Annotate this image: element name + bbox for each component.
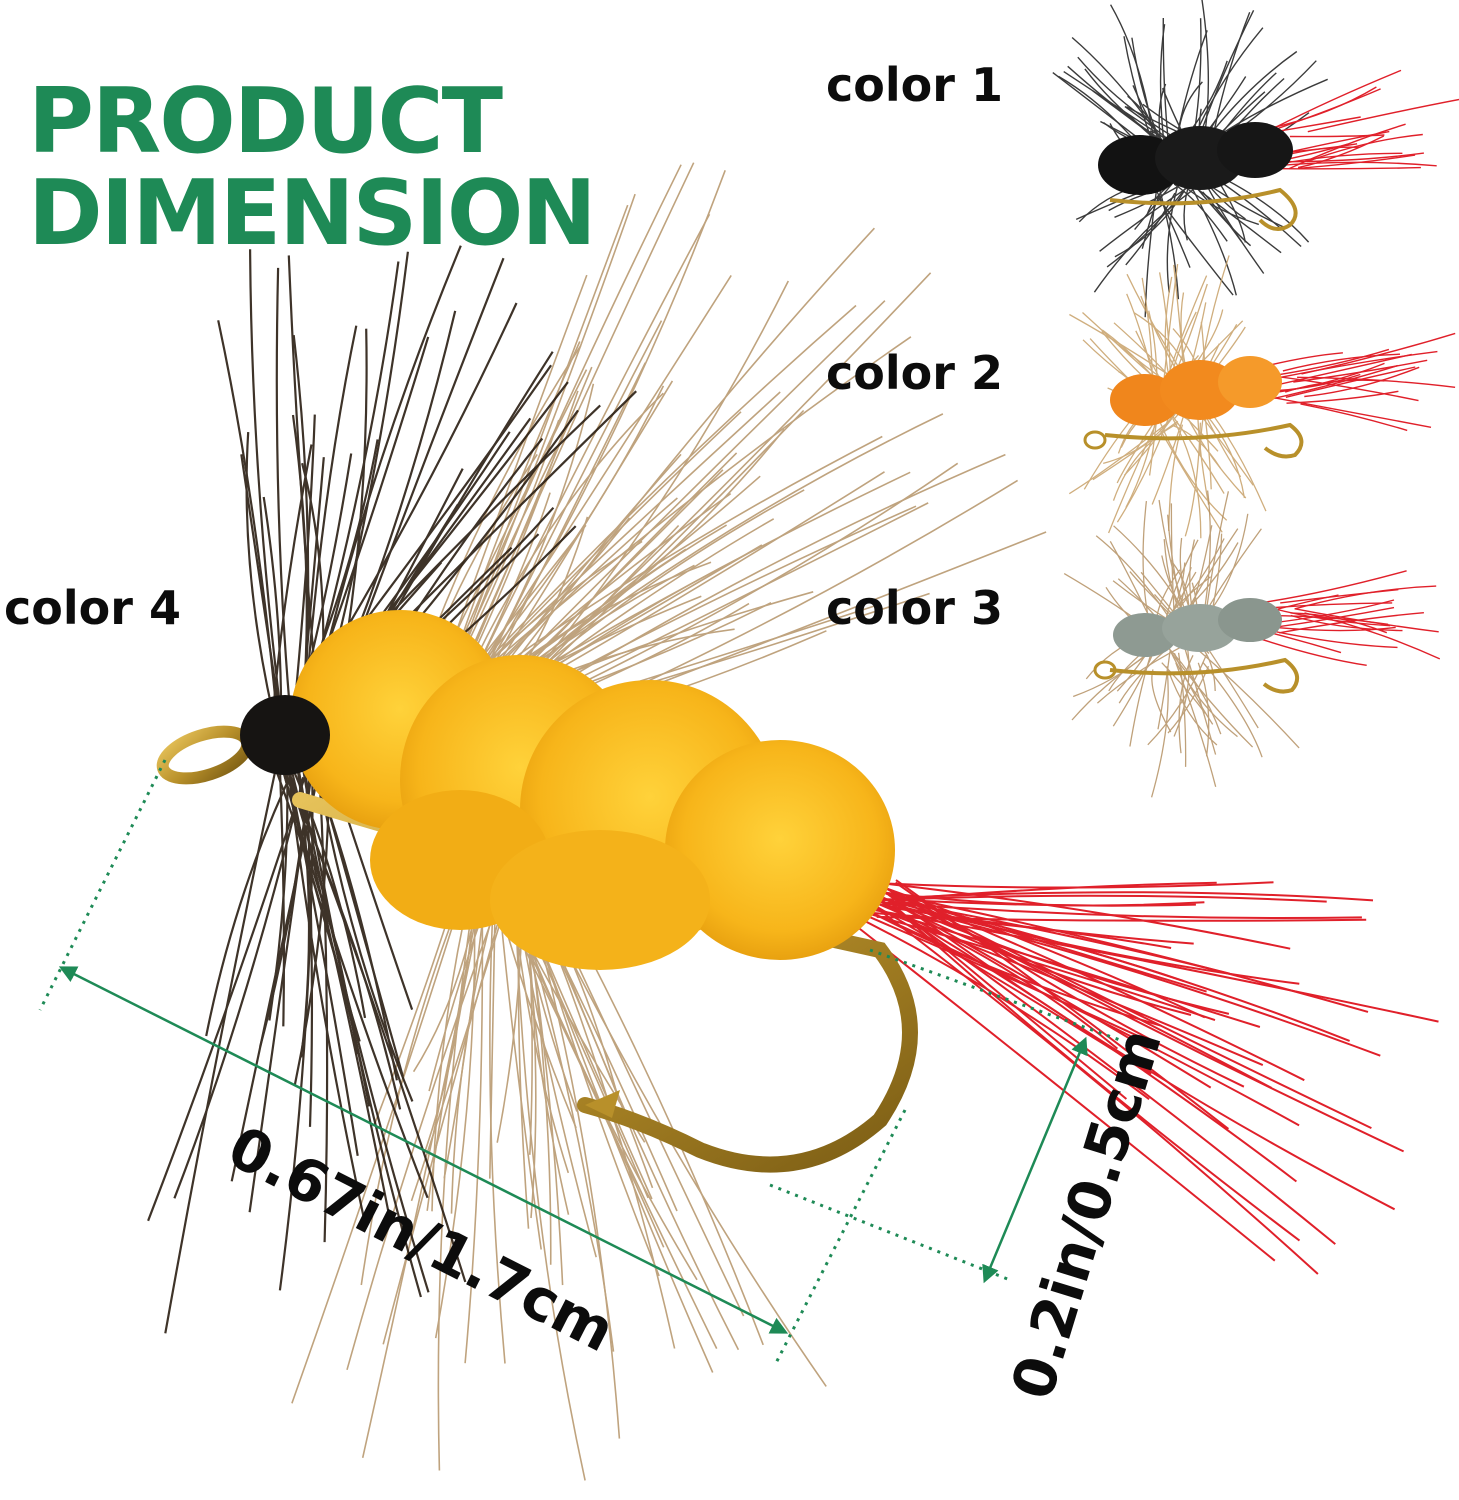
color-3-label: color 3 bbox=[826, 581, 1003, 635]
page-title: PRODUCT DIMENSION bbox=[28, 69, 597, 266]
color-4-label: color 4 bbox=[4, 581, 181, 635]
color-1-label: color 1 bbox=[826, 58, 1003, 112]
small-fly-color-2 bbox=[1068, 255, 1456, 539]
title-line-1: PRODUCT bbox=[28, 69, 503, 174]
length-measurement bbox=[38, 759, 907, 1366]
color-2-label: color 2 bbox=[826, 346, 1003, 400]
title-line-2: DIMENSION bbox=[28, 161, 597, 266]
large-fly-body bbox=[290, 610, 895, 970]
small-fly-color-3 bbox=[1063, 490, 1441, 798]
width-measurement bbox=[769, 948, 1121, 1284]
large-fly-hook-eye bbox=[156, 725, 254, 785]
large-fly-tail bbox=[839, 879, 1439, 1275]
large-fly-head bbox=[240, 695, 330, 775]
small-fly-color-1 bbox=[1052, 0, 1459, 318]
